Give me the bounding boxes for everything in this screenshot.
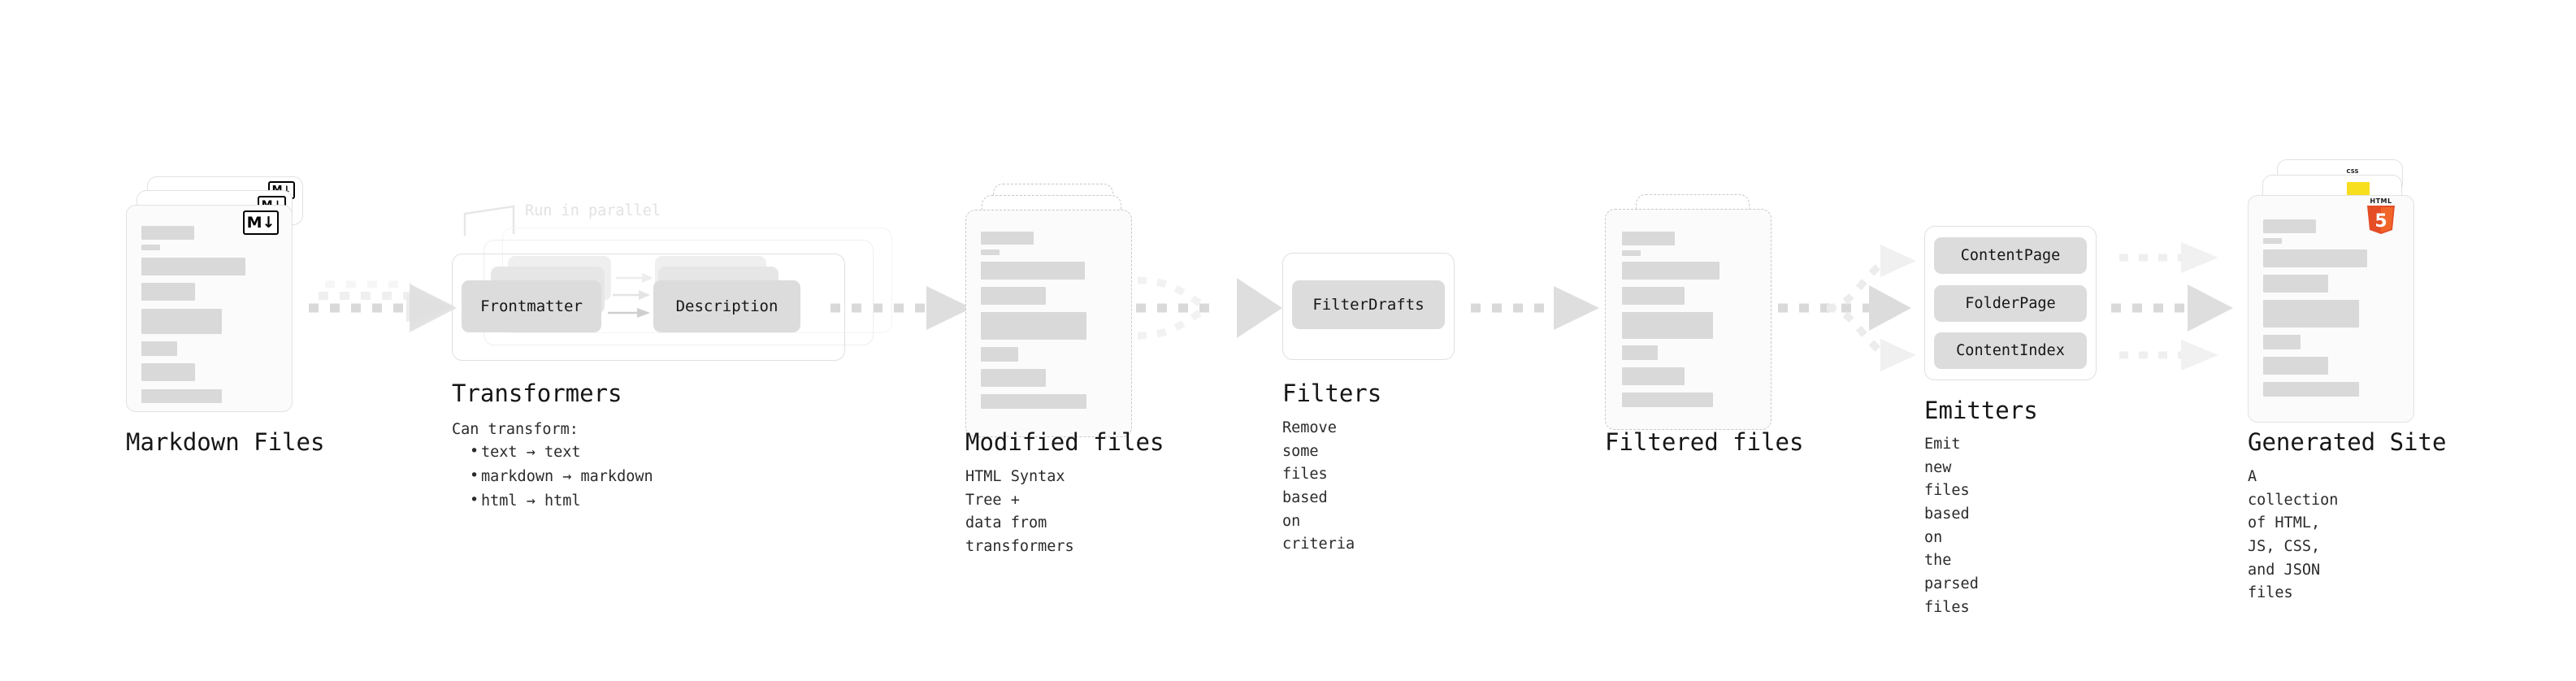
doc-line [1622, 312, 1713, 339]
markdown-files-card-stack: M↓ M↓ M↓ [126, 176, 313, 412]
doc-line [1622, 367, 1685, 385]
doc-line [2263, 249, 2367, 267]
doc-line [2263, 275, 2328, 293]
transformers-title: Transformers [452, 380, 622, 407]
doc-line [981, 347, 1018, 362]
filter-chip-filterdrafts[interactable]: FilterDrafts [1292, 280, 1445, 329]
doc-line [141, 363, 195, 381]
transformers-group-front [452, 254, 845, 361]
filters-group-box [1282, 253, 1455, 360]
doc-line [981, 312, 1086, 340]
doc-line [141, 283, 195, 301]
markdown-card-front [126, 205, 293, 412]
doc-line [1622, 287, 1685, 305]
doc-line [141, 389, 222, 403]
doc-line [981, 232, 1034, 245]
doc-line [981, 262, 1085, 280]
run-in-parallel-label: Run in parallel [525, 202, 661, 219]
filtered-files-card-stack [1605, 194, 1792, 430]
transformer-chip-frontmatter[interactable]: Frontmatter [462, 280, 601, 332]
doc-line [2263, 382, 2359, 397]
doc-line [141, 309, 222, 334]
html5-shield-icon: HTML 5 [2364, 197, 2398, 235]
connector-modified-to-filters [1136, 276, 1282, 340]
doc-line [2263, 300, 2359, 327]
doc-line [141, 258, 245, 275]
connector-filters-to-filtered [1471, 286, 1599, 330]
emitter-chip-folderpage[interactable]: FolderPage [1934, 285, 2087, 322]
js-badge-icon [2347, 182, 2370, 196]
transform-item: text → text [470, 440, 653, 465]
doc-line [1622, 250, 1641, 256]
generated-site-desc: A collection of HTML, JS, CSS, and JSON … [2248, 468, 2339, 602]
doc-line [1622, 232, 1675, 245]
transformer-chip-description[interactable]: Description [653, 280, 800, 332]
filtered-card-front [1605, 209, 1772, 430]
markdown-badge-icon: M↓ [243, 210, 279, 235]
generated-site-card-stack: CSS HTML [2248, 159, 2443, 423]
modified-files-title: Modified files [965, 428, 1164, 456]
doc-line [981, 369, 1046, 387]
doc-line [981, 394, 1086, 409]
connector-markdown-to-transformers [309, 280, 457, 332]
doc-line [2263, 238, 2282, 244]
doc-line [981, 249, 1000, 255]
modified-files-card-stack [965, 184, 1152, 437]
transformers-desc-head: Can transform: [452, 421, 579, 438]
transform-item: html → html [470, 488, 653, 514]
svg-text:5: 5 [2374, 211, 2387, 232]
filtered-files-title: Filtered files [1605, 428, 1804, 456]
filters-title: Filters [1282, 380, 1382, 407]
transform-item: markdown → markdown [470, 464, 653, 489]
emitter-chip-contentpage[interactable]: ContentPage [1934, 237, 2087, 274]
doc-line [141, 341, 177, 356]
doc-line [981, 287, 1046, 305]
modified-card-front [965, 210, 1132, 437]
filters-desc: Remove some files based on criteria [1282, 419, 1355, 553]
doc-line [2263, 335, 2301, 349]
connector-emitters-to-site [2111, 242, 2233, 371]
doc-line [2263, 357, 2328, 375]
html5-wordmark: HTML [2370, 197, 2392, 205]
doc-line [1622, 393, 1713, 407]
connector-filtered-to-emitters [1778, 245, 1916, 371]
emitters-group-box [1924, 226, 2097, 380]
markdown-files-title: Markdown Files [126, 428, 325, 456]
doc-line [1622, 345, 1658, 360]
transformers-capability-list: text → text markdown → markdown html → h… [457, 440, 653, 514]
doc-line [141, 245, 160, 250]
generated-site-title: Generated Site [2248, 428, 2447, 456]
emitter-chip-contentindex[interactable]: ContentIndex [1934, 332, 2087, 369]
doc-line [141, 226, 194, 240]
emitters-title: Emitters [1924, 397, 2038, 424]
emitters-desc: Emit new files based on the parsed files [1924, 436, 1979, 616]
modified-files-desc: HTML Syntax Tree + data from transformer… [965, 468, 1074, 556]
generated-card-html [2248, 195, 2414, 423]
doc-line [1622, 262, 1720, 280]
doc-line [2263, 219, 2316, 233]
